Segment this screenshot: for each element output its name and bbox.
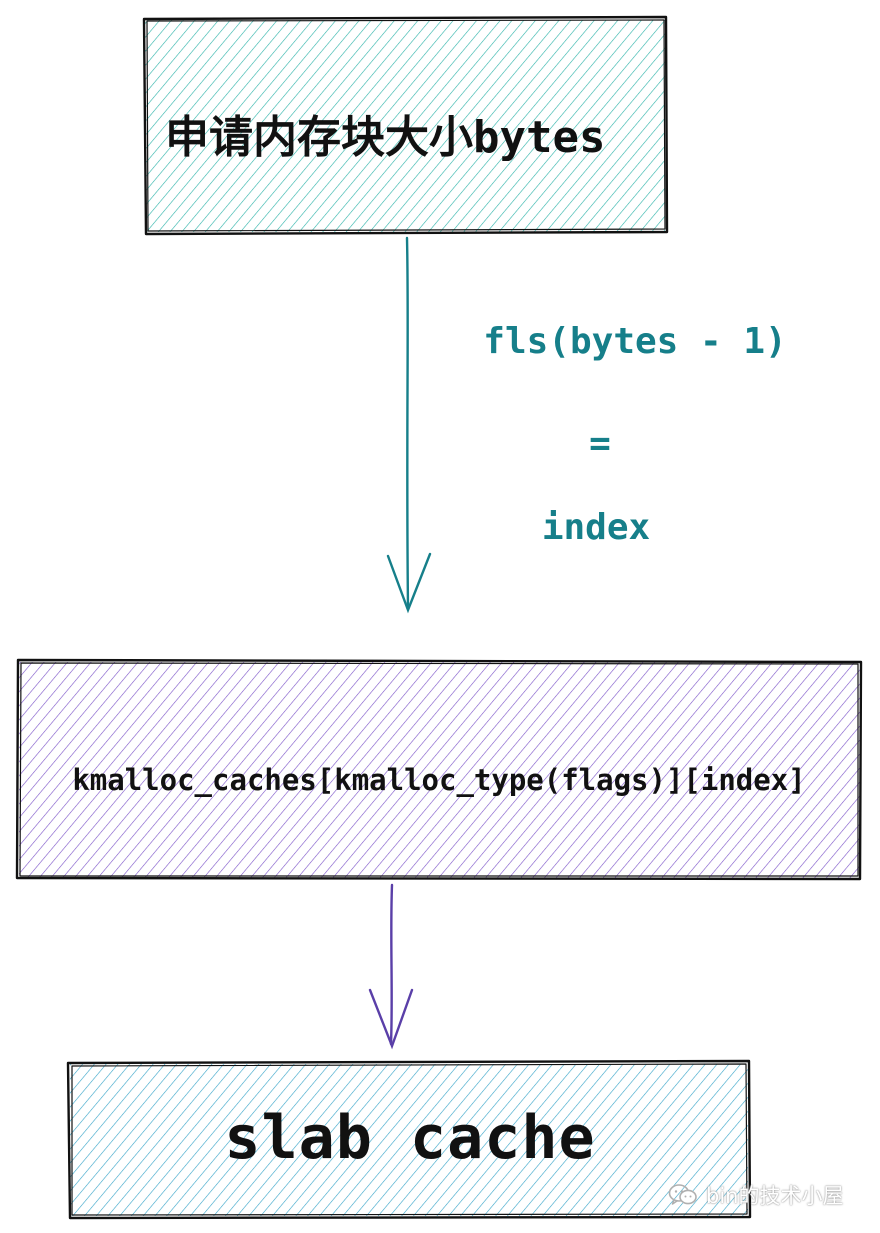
wechat-icon [668, 1184, 697, 1205]
lookup-box [15, 658, 863, 881]
arrow-request-to-lookup [386, 236, 432, 614]
arrow-lookup-to-slab [368, 883, 414, 1050]
watermark: bin的技术小屋 [668, 1180, 843, 1210]
request-box [142, 15, 669, 236]
edge-label-formula: fls(bytes - 1) [483, 321, 787, 362]
request-box-label: 申请内存块大小bytes [165, 112, 606, 163]
edge-label-equals: = [589, 423, 611, 464]
slab-cache-box-label: slab cache [224, 1103, 596, 1173]
edge-label-index: index [541, 507, 651, 548]
slab-cache-box [66, 1059, 752, 1220]
watermark-text: bin的技术小屋 [706, 1184, 844, 1208]
lookup-box-label: kmalloc_caches[kmalloc_type(flags)][inde… [72, 763, 806, 797]
